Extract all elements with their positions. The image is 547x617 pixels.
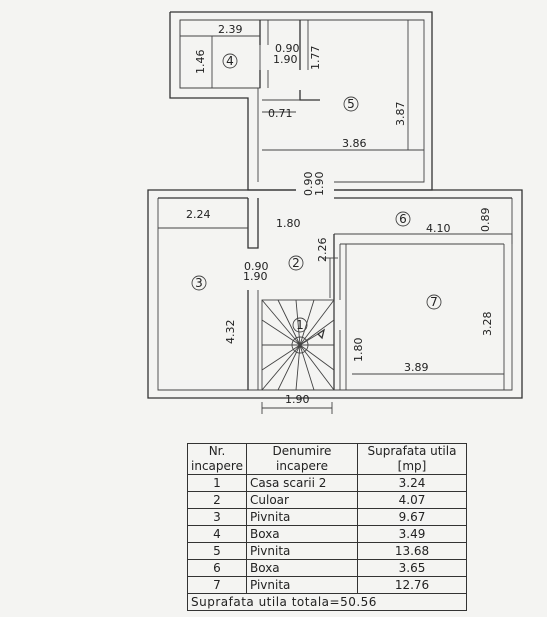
dim-room5-left-h: 1.77	[309, 46, 322, 71]
room-4	[179, 19, 269, 89]
room-number-2: 2	[292, 256, 300, 270]
dim-corridor-width: 1.80	[276, 217, 301, 230]
room-number-3: 3	[195, 276, 203, 290]
total-area: Suprafata utila totala=50.56	[187, 593, 467, 611]
dim-room3-height: 4.32	[224, 320, 237, 345]
table-row: 4 Boxa 3.49	[187, 525, 467, 543]
dim-corridor-height: 2.26	[316, 238, 329, 263]
room-area-table: Nr. incapere Denumire incapere Suprafata…	[187, 443, 467, 611]
dim-stair-height: 1.80	[352, 338, 365, 363]
dim-room5-width: 3.86	[342, 137, 367, 150]
table-row: 5 Pivnita 13.68	[187, 542, 467, 560]
dim-door-upper-w: 0.90	[275, 42, 300, 55]
dim-room4-height: 1.46	[194, 50, 207, 75]
table-row: 1 Casa scarii 2 3.24	[187, 474, 467, 492]
floor-plan: 4 5 6 2 3 7 1 2.39 1.46 0.90 1.90 1.77 0…	[147, 11, 523, 414]
room-number-5: 5	[347, 97, 355, 111]
table-header-row: Nr. incapere Denumire incapere Suprafata…	[187, 443, 467, 475]
dim-room6-width: 4.10	[426, 222, 451, 235]
header-nr: Nr. incapere	[187, 443, 247, 475]
table-total-row: Suprafata utila totala=50.56	[187, 593, 467, 611]
room-number-7: 7	[430, 295, 438, 309]
dimension-labels: 2.39 1.46 0.90 1.90 1.77 0.71 3.86 3.87 …	[186, 23, 494, 406]
table-row: 2 Culoar 4.07	[187, 491, 467, 509]
dim-room5-height: 3.87	[394, 102, 407, 127]
dim-door-left-h: 1.90	[243, 270, 268, 283]
room-number-4: 4	[226, 54, 234, 68]
dim-room6-height: 0.89	[479, 208, 492, 233]
dim-niche-w: 0.71	[268, 107, 293, 120]
dim-room4-width: 2.39	[218, 23, 243, 36]
room-5	[262, 20, 424, 151]
staircase	[261, 299, 335, 391]
dim-door-left-w: 0.90	[244, 260, 269, 273]
dim-stair-width: 1.90	[285, 393, 310, 406]
table-row: 7 Pivnita 12.76	[187, 576, 467, 594]
dim-room3-width: 2.24	[186, 208, 211, 221]
dim-door-mid-h: 1.90	[313, 172, 326, 197]
dim-room7-width: 3.89	[404, 361, 429, 374]
outer-walls	[147, 11, 523, 399]
dimension-lines	[261, 111, 504, 414]
table-row: 6 Boxa 3.65	[187, 559, 467, 577]
header-area: Suprafata utila [mp]	[357, 443, 467, 475]
room-number-markers: 4 5 6 2 3 7 1	[191, 53, 442, 333]
room-number-6: 6	[399, 212, 407, 226]
dim-door-upper-h: 1.90	[273, 53, 298, 66]
dim-room7-height: 3.28	[481, 312, 494, 337]
dim-door-mid-w: 0.90	[302, 172, 315, 197]
header-name: Denumire incapere	[246, 443, 358, 475]
table-row: 3 Pivnita 9.67	[187, 508, 467, 526]
room-number-1: 1	[296, 318, 304, 332]
corridor-walls	[158, 197, 513, 390]
